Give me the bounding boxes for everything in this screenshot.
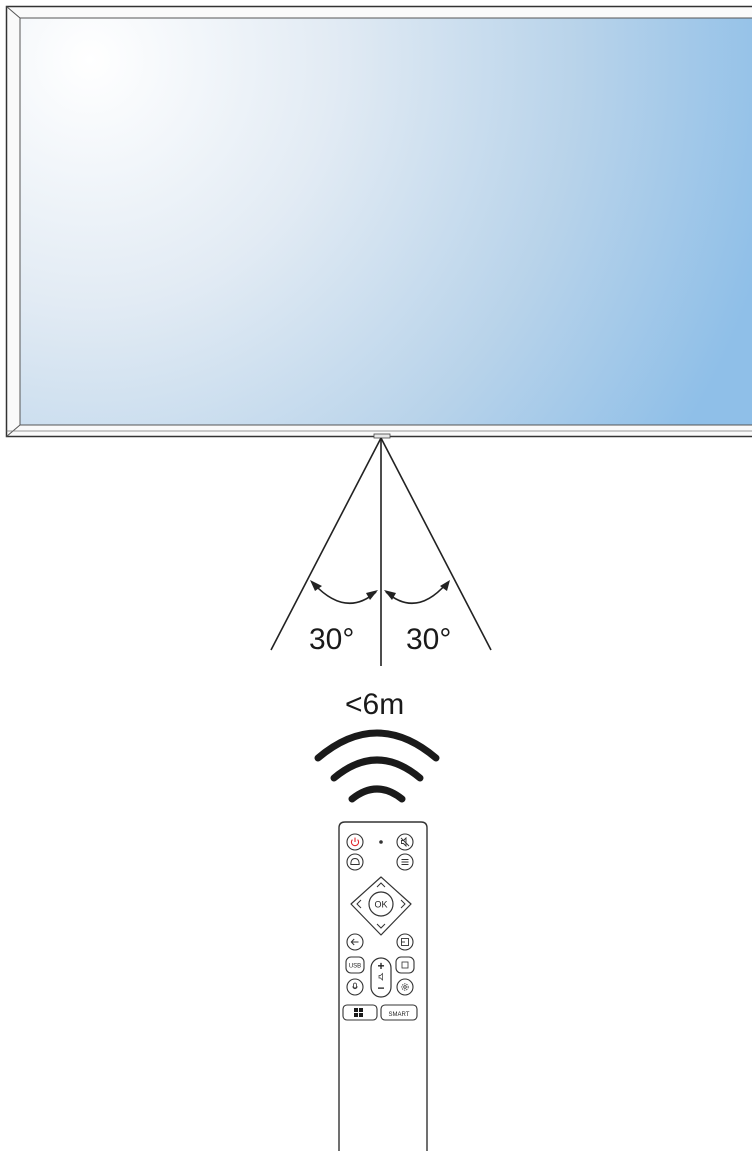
info-button[interactable] bbox=[396, 957, 414, 973]
ok-button[interactable]: OK bbox=[369, 892, 393, 916]
power-button[interactable] bbox=[347, 834, 363, 850]
home-button[interactable] bbox=[347, 854, 363, 870]
ir-led bbox=[379, 840, 383, 844]
cone-right-edge bbox=[381, 438, 491, 650]
display-panel bbox=[7, 7, 752, 439]
mic-button[interactable] bbox=[347, 979, 363, 995]
settings-button[interactable] bbox=[397, 979, 413, 995]
ir-sensor bbox=[374, 434, 390, 438]
cone-left-edge bbox=[271, 438, 381, 650]
menu-button[interactable] bbox=[397, 854, 413, 870]
angle-left-label: 30° bbox=[309, 625, 354, 655]
remote-control: OK USB + − bbox=[339, 822, 427, 1151]
angle-right-label: 30° bbox=[406, 625, 451, 655]
volume-rocker[interactable]: + − bbox=[371, 958, 391, 997]
reception-cone bbox=[271, 438, 491, 666]
usb-button[interactable]: USB bbox=[346, 957, 364, 973]
distance-label: <6m bbox=[345, 690, 404, 720]
back-button[interactable] bbox=[347, 934, 363, 950]
usb-label: USB bbox=[349, 964, 361, 970]
volume-down-label: − bbox=[377, 981, 384, 995]
input-button[interactable] bbox=[397, 934, 413, 950]
mute-button[interactable] bbox=[397, 834, 413, 850]
volume-up-label: + bbox=[377, 959, 384, 973]
apps-button[interactable] bbox=[343, 1005, 377, 1020]
smart-button[interactable]: SMART bbox=[381, 1005, 417, 1020]
wifi-signal-icon bbox=[318, 733, 436, 799]
display-screen bbox=[20, 18, 752, 425]
ok-label: OK bbox=[374, 900, 387, 910]
smart-label: SMART bbox=[389, 1012, 410, 1018]
